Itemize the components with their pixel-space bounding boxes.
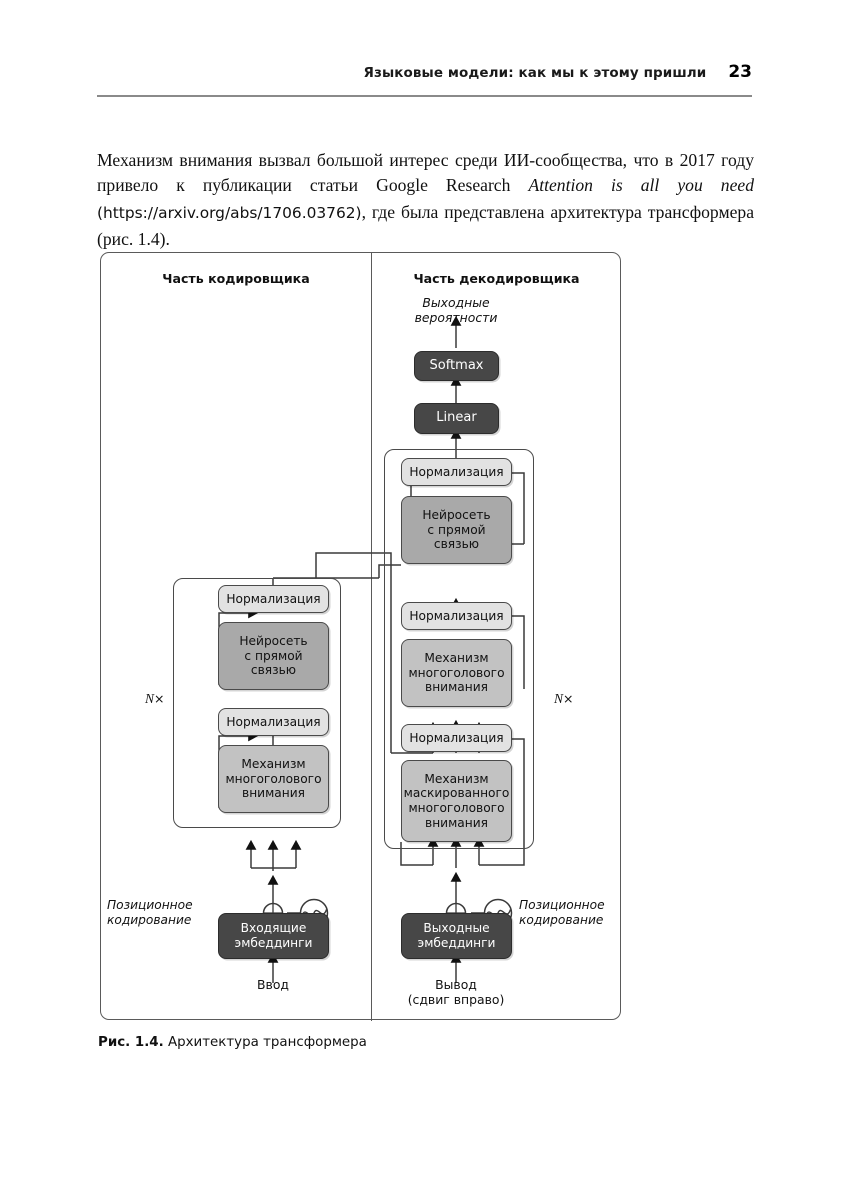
decoder-ff-line2: с прямой bbox=[427, 522, 486, 537]
encoder-times-symbol: × bbox=[154, 691, 165, 706]
page-number: 23 bbox=[728, 62, 752, 82]
masked-attn-line3: многоголового bbox=[408, 801, 505, 815]
dec-pe-line2: кодирование bbox=[519, 912, 604, 927]
masked-attn-line1: Механизм bbox=[424, 771, 489, 786]
output-embeddings-box[interactable]: Выходные эмбеддинги bbox=[401, 913, 512, 959]
encoder-ff-line2: с прямой bbox=[244, 648, 303, 663]
decoder-attn-line2: многоголового bbox=[408, 665, 505, 680]
output-label-line2: (сдвиг вправо) bbox=[407, 992, 505, 1008]
header-rule bbox=[97, 95, 752, 97]
decoder-positional-encoding-label: Позиционное кодирование bbox=[519, 898, 619, 928]
encoder-attn-line1: Механизм bbox=[241, 757, 306, 772]
running-head: Языковые модели: как мы к этому пришли 2… bbox=[97, 62, 753, 82]
decoder-attn-line1: Механизм bbox=[424, 651, 489, 666]
figure-transformer-architecture: Часть кодировщика Часть декодировщика bbox=[100, 252, 621, 1021]
decoder-n-times-label: N× bbox=[554, 691, 574, 707]
paragraph-text-part1: Механизм внимания вызвал большой интерес… bbox=[97, 149, 754, 196]
masked-attn-line2: маскированного bbox=[403, 786, 510, 801]
encoder-norm-top-box[interactable]: Нормализация bbox=[218, 585, 329, 613]
encoder-n-times-label: N× bbox=[145, 691, 165, 707]
paragraph-text-part2: , где была представлена архитектура тран… bbox=[97, 202, 754, 249]
decoder-feed-forward-box[interactable]: Нейросеть с прямой связью bbox=[401, 496, 512, 564]
figure-caption: Рис. 1.4. Архитектура трансформера bbox=[98, 1035, 367, 1050]
running-head-title: Языковые модели: как мы к этому пришли bbox=[363, 65, 707, 81]
encoder-norm-bottom-box[interactable]: Нормализация bbox=[218, 708, 329, 736]
paper-url: (https://arxiv.org/abs/1706.03762) bbox=[97, 204, 362, 223]
encoder-decoder-divider bbox=[371, 253, 373, 1021]
encoder-n-letter: N bbox=[145, 691, 155, 706]
output-probabilities-line2: вероятности bbox=[414, 310, 498, 326]
output-label: Вывод (сдвиг вправо) bbox=[396, 977, 516, 1008]
encoder-ff-line1: Нейросеть bbox=[239, 634, 308, 649]
decoder-attn-line3: внимания bbox=[425, 680, 488, 695]
encoder-attn-line2: многоголового bbox=[225, 771, 322, 786]
encoder-feed-forward-box[interactable]: Нейросеть с прямой связью bbox=[218, 622, 329, 690]
input-embeddings-box[interactable]: Входящие эмбеддинги bbox=[218, 913, 329, 959]
input-emb-line1: Входящие bbox=[240, 921, 307, 936]
encoder-attention-box[interactable]: Механизм многоголового внимания bbox=[218, 745, 329, 813]
encoder-stack-container bbox=[173, 578, 341, 828]
paper-title-italic: Attention is all you need bbox=[528, 175, 754, 196]
output-label-line1: Вывод bbox=[435, 977, 477, 992]
decoder-masked-attention-box[interactable]: Механизм маскированного многоголового вн… bbox=[401, 760, 512, 842]
encoder-attn-line3: внимания bbox=[242, 786, 305, 801]
enc-pe-line2: кодирование bbox=[107, 912, 192, 927]
decoder-norm-top-box[interactable]: Нормализация bbox=[401, 458, 512, 486]
decoder-column-title: Часть декодировщика bbox=[413, 271, 580, 286]
encoder-ff-line3: связью bbox=[250, 663, 297, 678]
input-label: Ввод bbox=[257, 977, 289, 992]
decoder-ff-line3: связью bbox=[433, 537, 480, 552]
body-paragraph: Механизм внимания вызвал большой интерес… bbox=[97, 148, 754, 253]
enc-pe-line1: Позиционное bbox=[107, 898, 193, 912]
dec-pe-line1: Позиционное bbox=[519, 898, 605, 912]
masked-attn-line4: внимания bbox=[425, 815, 488, 830]
decoder-n-letter: N bbox=[554, 691, 564, 706]
decoder-cross-attention-box[interactable]: Механизм многоголового внимания bbox=[401, 639, 512, 707]
output-emb-line2: эмбеддинги bbox=[417, 936, 496, 950]
decoder-norm-mid-box[interactable]: Нормализация bbox=[401, 602, 512, 630]
output-probabilities-line1: Выходные bbox=[422, 295, 490, 310]
output-probabilities-label: Выходные вероятности bbox=[401, 295, 511, 326]
linear-box[interactable]: Linear bbox=[414, 403, 499, 434]
encoder-positional-encoding-label: Позиционное кодирование bbox=[107, 898, 212, 928]
input-emb-line2: эмбеддинги bbox=[234, 936, 313, 950]
softmax-box[interactable]: Softmax bbox=[414, 351, 499, 381]
decoder-times-symbol: × bbox=[563, 691, 574, 706]
decoder-stack-container bbox=[384, 449, 534, 849]
figure-caption-label: Рис. 1.4. bbox=[98, 1035, 164, 1050]
figure-caption-text: Архитектура трансформера bbox=[167, 1035, 367, 1050]
decoder-norm-bottom-box[interactable]: Нормализация bbox=[401, 724, 512, 752]
encoder-column-title: Часть кодировщика bbox=[162, 271, 310, 286]
output-emb-line1: Выходные bbox=[423, 921, 490, 936]
decoder-ff-line1: Нейросеть bbox=[422, 508, 491, 523]
